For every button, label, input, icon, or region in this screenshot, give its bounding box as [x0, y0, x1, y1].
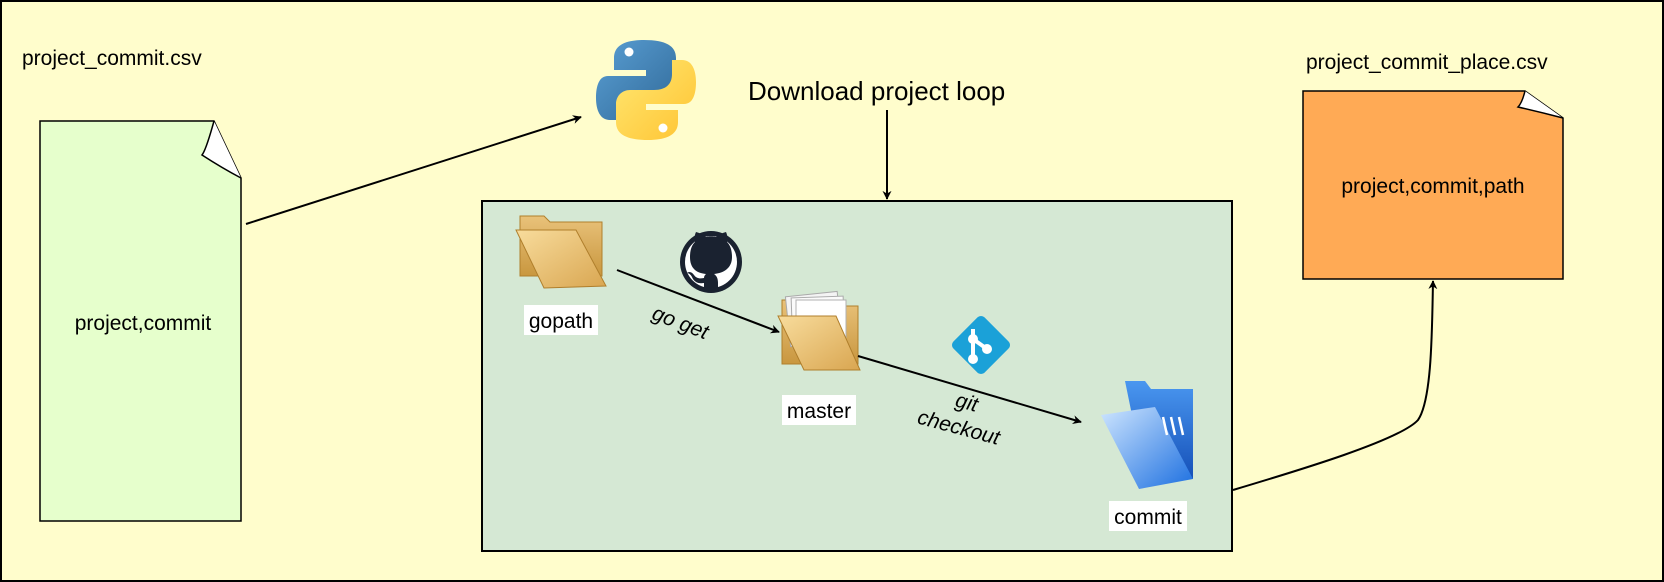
- input-file-fold: [200, 120, 242, 179]
- commit-label-bg: [1109, 501, 1187, 531]
- blue-folder-icon: [1101, 381, 1193, 489]
- python-logo-icon: [596, 40, 696, 140]
- commit-label: commit: [1114, 506, 1182, 529]
- arrow-master-to-commit: [857, 355, 1082, 425]
- input-file-shape: [39, 120, 242, 522]
- arrow-gopath-to-master: [616, 269, 780, 334]
- loop-container: [481, 200, 1233, 552]
- output-file-caption: project_commit_place.csv: [1306, 51, 1548, 74]
- master-label-bg: [782, 395, 856, 425]
- arrow-loop-to-output: [1232, 280, 1438, 491]
- input-file-caption: project_commit.csv: [22, 47, 202, 70]
- master-label: master: [787, 400, 851, 423]
- folder-open-icon: [515, 215, 607, 289]
- github-icon: [680, 231, 742, 293]
- output-file-shape: [1302, 90, 1564, 280]
- gopath-label-bg: [524, 305, 598, 335]
- output-file-fold: [1516, 90, 1564, 119]
- folder-with-papers-icon: [777, 290, 861, 371]
- input-file-content: project,commit: [75, 312, 212, 335]
- loop-label: Download project loop: [748, 76, 1005, 106]
- gopath-label: gopath: [529, 310, 593, 333]
- git-icon: [951, 315, 1011, 375]
- arrow-input-to-python: [245, 115, 582, 225]
- output-file-content: project,commit,path: [1341, 175, 1524, 198]
